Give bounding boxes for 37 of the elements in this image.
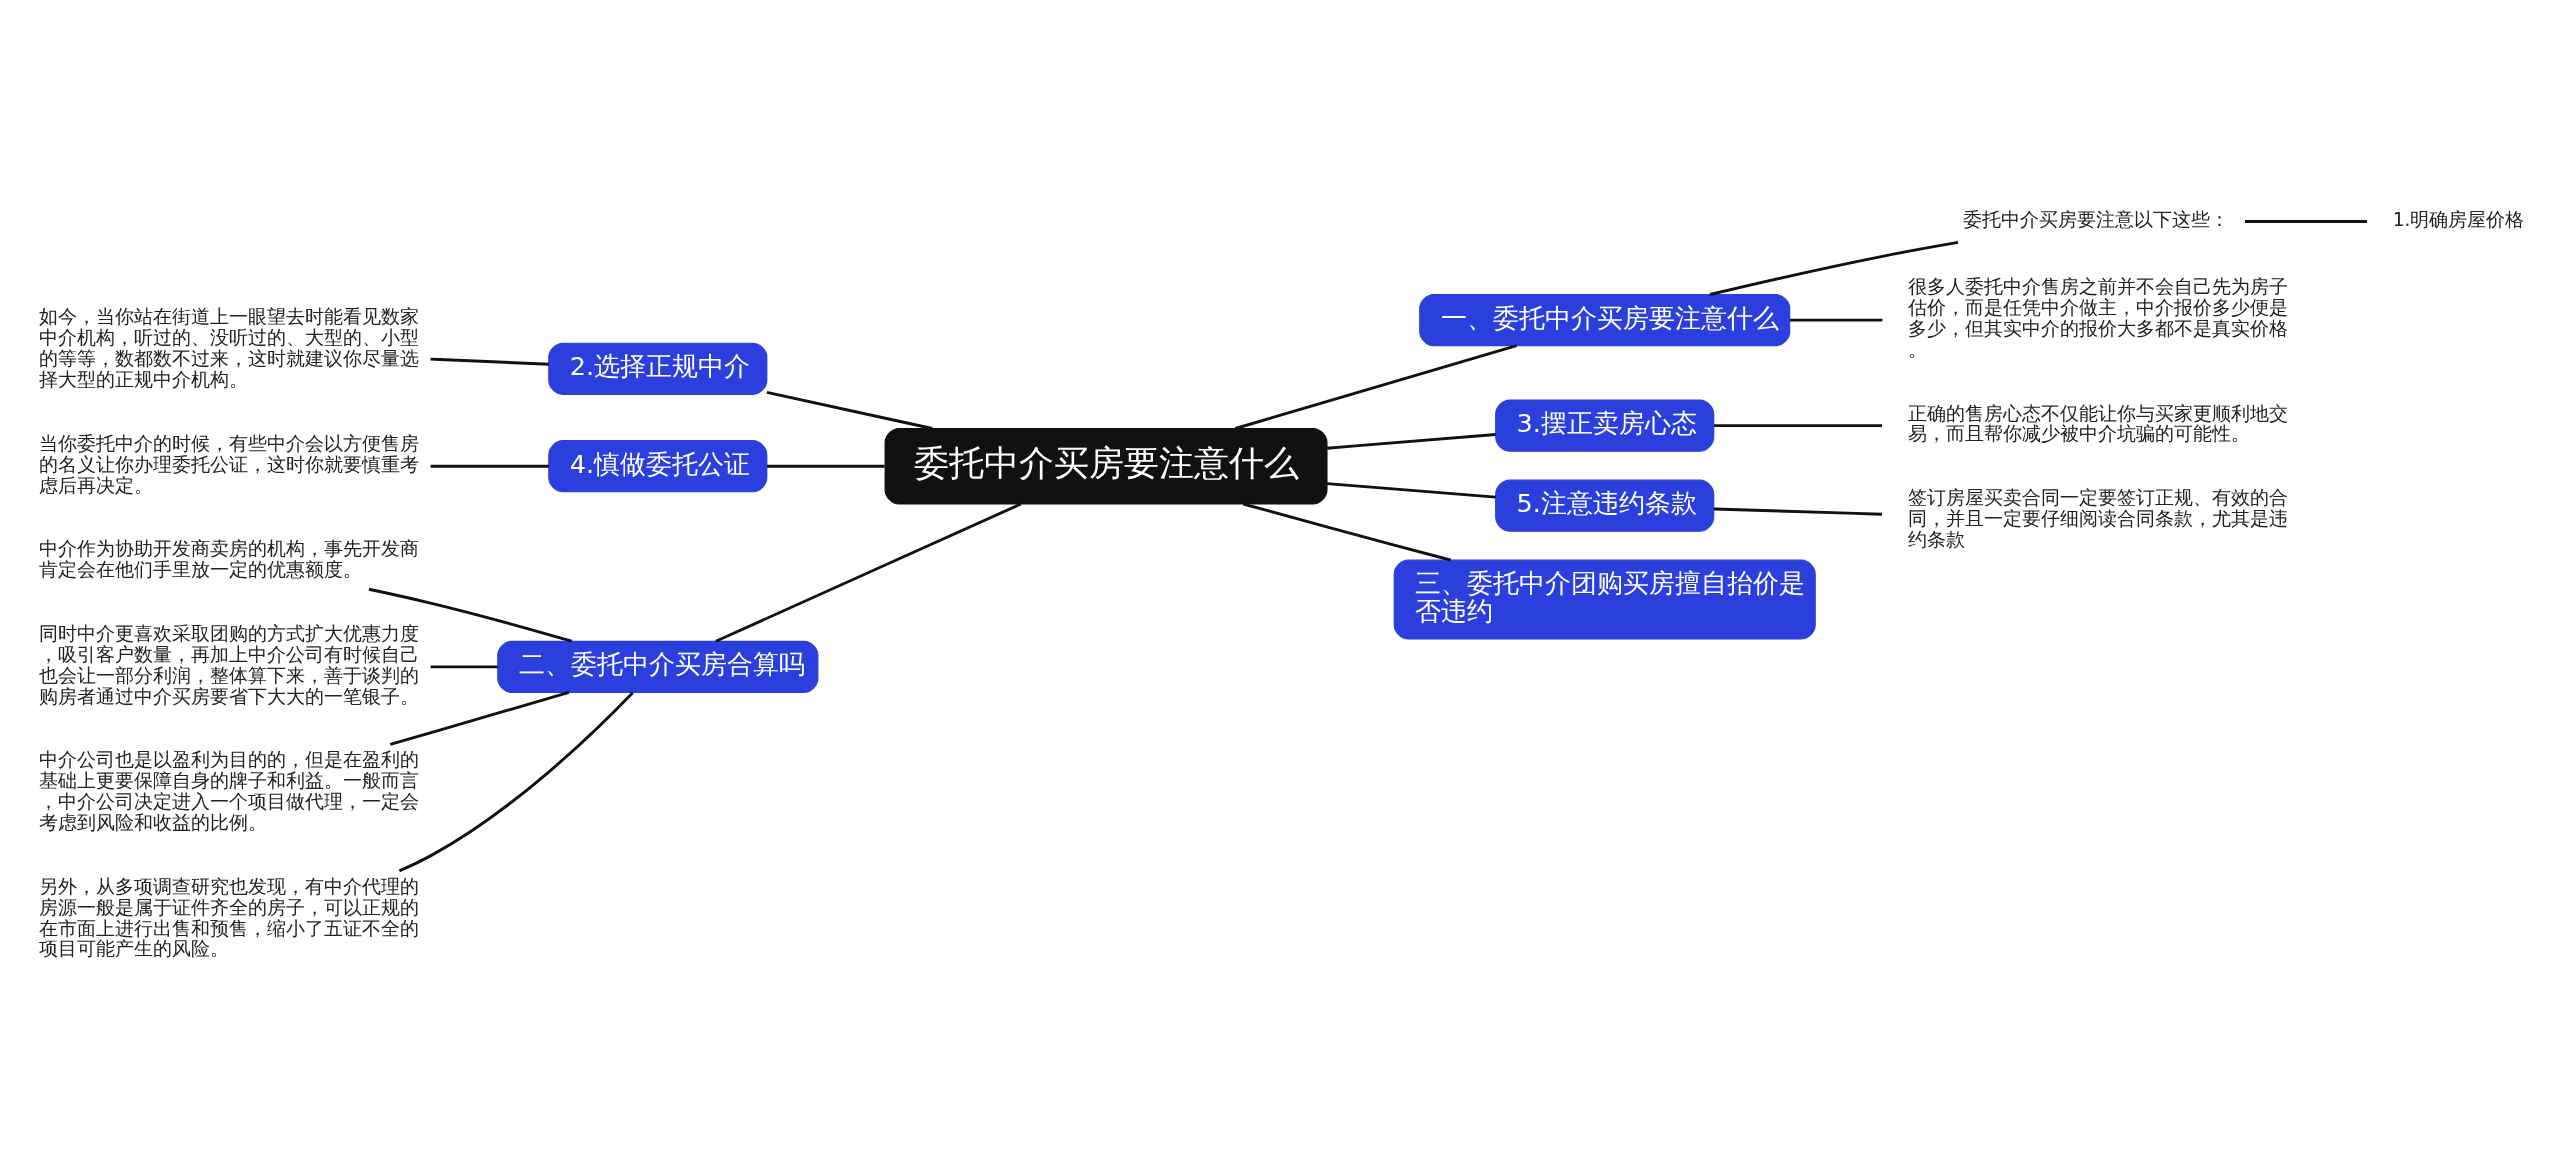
node-text: 签订房屋买卖合同一定要签订正规、有效的合同，并且一定要仔细阅读合同条款，尤其是违约条款 [1907,487,2288,550]
connector [1789,318,1883,322]
connector [1713,507,1883,516]
node-text: 中介公司也是以盈利为目的的，但是在盈利的基础上更要保障自身的牌子和利益。一般而言，中介公司决定进入一个项目做代理，一定会考虑到风险和收益的比例。 [38,749,419,833]
node-box: 三、委托中介团购买房擅自抬价是否违约 [1393,559,1816,640]
connector [1242,502,1452,562]
node-text: 委托中介买房要注意以下这些： [1963,208,2230,230]
node-box: 4.慎做委托公证 [548,440,768,493]
node-text: 很多人委托中介售房之前并不会自己先为房子估价，而是任凭中介做主，中介报价多少便是多少，但其实中介的报价大多都不是真实价格。 [1907,276,2288,360]
connector [766,390,933,430]
node-box: 委托中介买房要注意什么 [884,427,1328,505]
connector [398,691,634,873]
node-box: 2.选择正规中介 [548,342,768,395]
node-text: 1.明确房屋价格 [2392,208,2525,230]
connector [715,502,1022,643]
connector [766,464,885,468]
node-box: 一、委托中介买房要注意什么 [1419,294,1791,347]
node-text: 同时中介更喜欢采取团购的方式扩大优惠力度，吸引客户数量，再加上中介公司有时候自己也会让一部分利润，整体算下来，善于谈判的购房者通过中介买房要省下大大的一笔银子。 [38,622,419,707]
node-text: 当你委托中介的时候，有些中介会以方便售房的名义让你办理委托公证，这时你就要慎重考虑后再决定。 [38,432,419,496]
node-text: 中介作为协助开发商卖房的机构，事先开发商肯定会在他们手里放一定的优惠额度。 [38,538,419,581]
node-box: 3.摆正卖房心态 [1495,399,1715,452]
node-text: 如今，当你站在街道上一眼望去时能看见数家中介机构，听过的、没听过的、大型的、小型的等等，数都数不过来，这时就建议你尽量选择大型的正规中介机构。 [38,306,419,390]
connector [1713,424,1883,428]
connector [430,665,498,669]
connector [2245,220,2367,223]
connector [1326,482,1496,499]
connector [430,464,549,468]
connector [1326,433,1496,450]
connector [389,691,570,746]
node-box: 5.注意违约条款 [1495,479,1715,532]
node-box: 二、委托中介买房合算吗 [497,640,819,693]
connector [1709,240,1959,296]
node-text: 正确的售房心态不仅能让你与买家更顺利地交易，而且帮你减少被中介坑骗的可能性。 [1907,402,2288,445]
connector [430,357,549,366]
connector [368,587,573,643]
connector [1234,344,1517,430]
node-text: 另外，从多项调查研究也发现，有中介代理的房源一般是属于证件齐全的房子，可以正规的在市面上进行出售和预售，缩小了五证不全的项目可能产生的风险。 [38,875,419,960]
